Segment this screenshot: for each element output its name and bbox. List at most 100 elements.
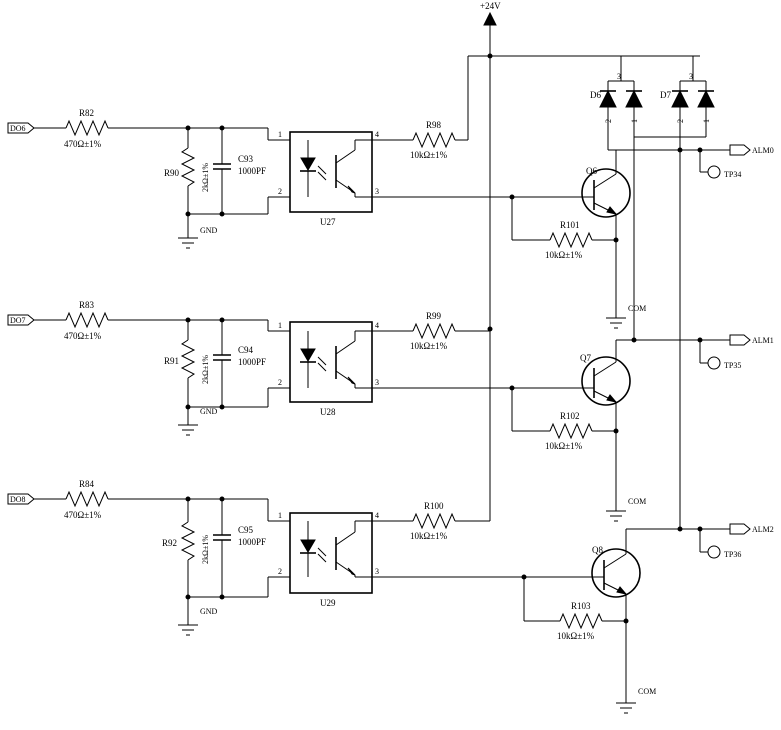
u27-pin2: 2	[278, 187, 282, 196]
u27-pin4: 4	[375, 130, 379, 139]
alm2-label: ALM2	[752, 525, 774, 534]
u28-pin3: 3	[375, 378, 379, 387]
r90-value: 2kΩ±1%	[201, 163, 210, 192]
do6-port-label: DO6	[10, 124, 26, 133]
u29-pin1: 1	[278, 511, 282, 520]
r103-value: 10kΩ±1%	[557, 631, 595, 641]
tp35-testpoint	[707, 356, 721, 370]
r98-value: 10kΩ±1%	[410, 150, 448, 160]
u27-label: U27	[320, 217, 336, 227]
r98-resistor	[412, 131, 456, 149]
u27-optocoupler	[289, 131, 373, 213]
r99-resistor	[412, 322, 456, 340]
do7-port-label: DO7	[10, 316, 26, 325]
q8-transistor	[591, 548, 641, 598]
alm1-port	[729, 334, 751, 346]
r84-resistor	[65, 490, 109, 508]
r92-value: 2kΩ±1%	[201, 535, 210, 564]
c94-value: 1000PF	[238, 357, 266, 367]
u27-pin1: 1	[278, 130, 282, 139]
u28-pin1: 1	[278, 321, 282, 330]
r84-label: R84	[79, 479, 95, 489]
u29-pin3: 3	[375, 567, 379, 576]
r100-label: R100	[424, 501, 444, 511]
r101-value: 10kΩ±1%	[545, 250, 583, 260]
r102-label: R102	[560, 411, 580, 421]
u28-pin2: 2	[278, 378, 282, 387]
gnd-label: GND	[200, 407, 218, 416]
q7-transistor	[581, 356, 631, 406]
r83-label: R83	[79, 300, 95, 310]
r102-resistor	[549, 422, 593, 440]
tp35-label: TP35	[724, 361, 741, 370]
r82-label: R82	[79, 108, 94, 118]
u29-label: U29	[320, 598, 336, 608]
d6-label: D6	[590, 90, 601, 100]
com1-label: COM	[628, 497, 646, 506]
r102-value: 10kΩ±1%	[545, 441, 583, 451]
c93-value: 1000PF	[238, 166, 266, 176]
r91-label: R91	[164, 356, 179, 366]
d6-pin2: 2	[604, 119, 613, 123]
u29-pin2: 2	[278, 567, 282, 576]
d7-pin2: 2	[676, 119, 685, 123]
r103-label: R103	[571, 601, 591, 611]
r100-resistor	[412, 512, 456, 530]
q8-label: Q8	[592, 545, 603, 555]
r90-label: R90	[164, 168, 180, 178]
d6-pin1: 1	[630, 119, 639, 123]
tp34-label: TP34	[724, 170, 741, 179]
c95-label: C95	[238, 525, 254, 535]
u29-pin4: 4	[375, 511, 379, 520]
do8-port	[7, 493, 35, 505]
do7-port	[7, 314, 35, 326]
vcc-arrow-icon	[483, 11, 497, 26]
c95-value: 1000PF	[238, 537, 266, 547]
r91-resistor	[180, 339, 196, 379]
do8-port-label: DO8	[10, 495, 26, 504]
r101-resistor	[549, 231, 593, 249]
r90-resistor	[180, 147, 196, 187]
r99-value: 10kΩ±1%	[410, 341, 448, 351]
vcc-label: +24V	[480, 1, 501, 11]
u27-pin3: 3	[375, 187, 379, 196]
com0-label: COM	[628, 304, 646, 313]
r103-resistor	[559, 612, 603, 630]
d6-pin3: 3	[617, 72, 621, 81]
r92-resistor	[180, 521, 196, 561]
alm2-port	[729, 523, 751, 535]
r98-label: R98	[426, 120, 442, 130]
diode-d7: D7 3 2 1	[634, 56, 715, 529]
c94-label: C94	[238, 345, 254, 355]
d7-pin1: 1	[702, 119, 711, 123]
r91-value: 2kΩ±1%	[201, 355, 210, 384]
channel-do6: DO6 R82 470Ω±1% R90 2kΩ±1% C93 1000PF GN…	[7, 108, 774, 329]
r83-resistor	[65, 311, 109, 329]
c93-label: C93	[238, 154, 254, 164]
d7-pin3: 3	[689, 72, 693, 81]
u28-pin4: 4	[375, 321, 379, 330]
u28-label: U28	[320, 407, 336, 417]
d7-label: D7	[660, 90, 671, 100]
channel-do7: DO7 R83 470Ω±1% R91 2kΩ±1% C94 1000PF GN…	[7, 137, 774, 522]
r100-value: 10kΩ±1%	[410, 531, 448, 541]
alm1-label: ALM1	[752, 336, 774, 345]
gnd-label: GND	[200, 607, 218, 616]
alm0-port	[729, 144, 751, 156]
do6-port	[7, 122, 35, 134]
r84-value: 470Ω±1%	[64, 510, 102, 520]
tp36-label: TP36	[724, 550, 741, 559]
u28-optocoupler	[289, 321, 373, 403]
r99-label: R99	[426, 311, 442, 321]
r83-value: 470Ω±1%	[64, 331, 102, 341]
q6-transistor	[581, 168, 631, 218]
diode-d6: D6 3 2 1	[590, 56, 643, 150]
u29-optocoupler	[289, 512, 373, 594]
r92-label: R92	[162, 538, 177, 548]
q6-label: Q6	[586, 166, 597, 176]
q7-label: Q7	[580, 353, 591, 363]
r82-value: 470Ω±1%	[64, 139, 102, 149]
r101-label: R101	[560, 220, 580, 230]
alm0-label: ALM0	[752, 146, 774, 155]
